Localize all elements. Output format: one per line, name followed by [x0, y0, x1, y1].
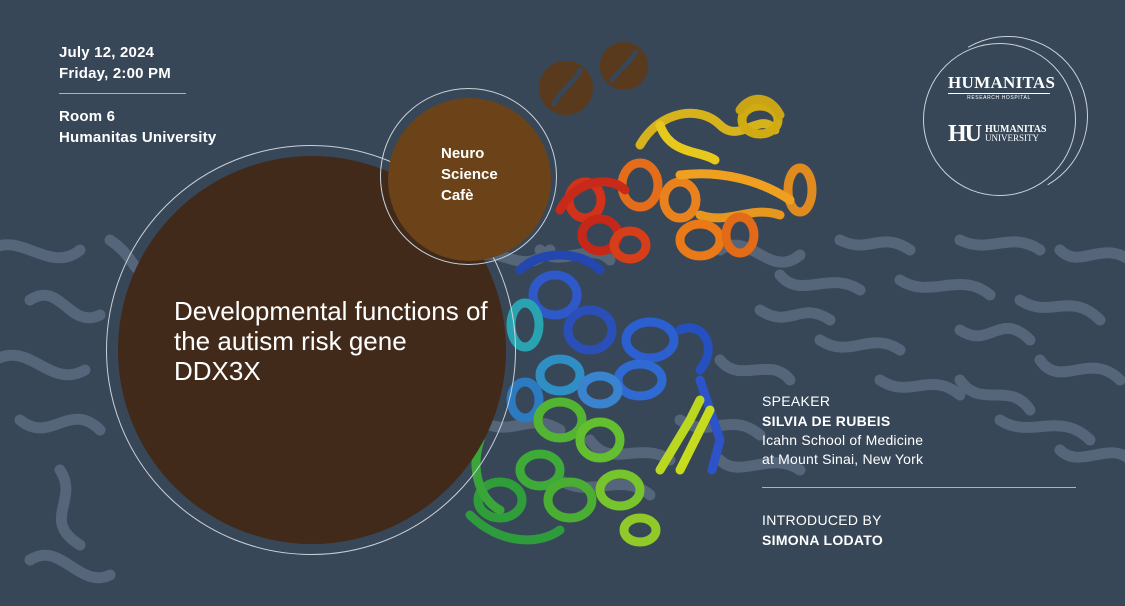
series-circle-outline [380, 88, 557, 265]
event-day-time: Friday, 2:00 PM [59, 65, 171, 82]
talk-title: Developmental functions of the autism ri… [174, 296, 488, 386]
speaker-affiliation-1: Icahn School of Medicine [762, 432, 924, 448]
series-line-1: Neuro [441, 145, 485, 162]
speaker-name: SILVIA DE RUBEIS [762, 413, 891, 429]
hospital-logo-sub: RESEARCH HOSPITAL [948, 93, 1050, 101]
title-circle-outline [106, 145, 516, 555]
speaker-label: SPEAKER [762, 393, 831, 409]
event-venue: Humanitas University [59, 129, 217, 146]
divider [59, 93, 186, 94]
university-logo-word-1: HUMANITAS [985, 124, 1047, 135]
logo-circle-outline [923, 43, 1076, 196]
university-logo-word-2: UNIVERSITY [985, 133, 1039, 143]
event-info: July 12, 2024 Friday, 2:00 PM Room 6 Hum… [59, 42, 216, 148]
university-logo-mark: HU [948, 121, 982, 147]
series-line-2: Science [441, 166, 498, 183]
coffee-bean-icon [539, 42, 648, 115]
speaker-affiliation-2: at Mount Sinai, New York [762, 451, 924, 467]
introducer-label: INTRODUCED BY [762, 512, 882, 528]
series-circle [388, 98, 551, 261]
speaker-divider [762, 487, 1076, 488]
university-logo-words: HUMANITAS UNIVERSITY [985, 125, 1046, 143]
series-name: Neuro Science Cafè [441, 143, 498, 206]
speaker-block: SPEAKER SILVIA DE RUBEIS Icahn School of… [762, 391, 923, 469]
hospital-logo-name: HUMANITAS [948, 73, 1056, 92]
event-room: Room 6 [59, 108, 116, 125]
humanitas-hospital-logo: HUMANITAS RESEARCH HOSPITAL [948, 73, 1056, 101]
introducer-block: INTRODUCED BY SIMONA LODATO [762, 510, 883, 550]
humanitas-university-logo: HU HUMANITAS UNIVERSITY [948, 122, 1046, 146]
event-date: July 12, 2024 [59, 44, 155, 61]
series-line-3: Cafè [441, 187, 474, 204]
introducer-name: SIMONA LODATO [762, 532, 884, 548]
